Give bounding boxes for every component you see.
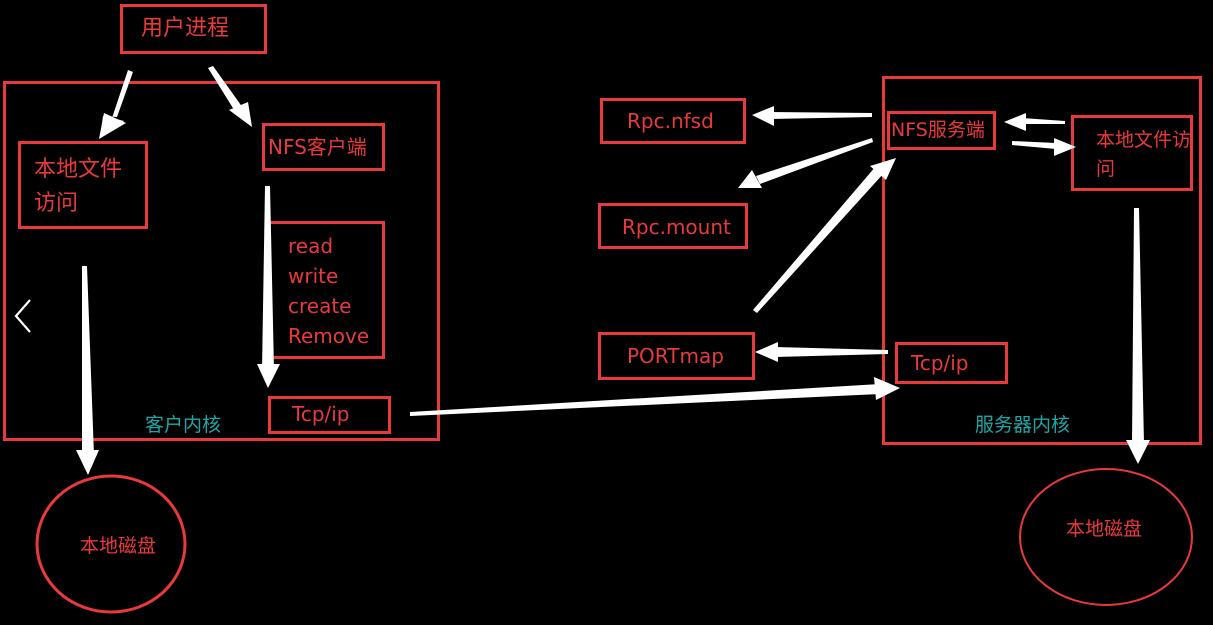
arrow-user-to-nfs-client-head — [229, 102, 252, 127]
arrow-nfs-server-to-rpc-nfsd — [770, 112, 872, 119]
user-process-label: 用户进程 — [141, 16, 230, 41]
client-local-disk-label: 本地磁盘 — [80, 535, 156, 557]
client-tcpip-box — [268, 396, 391, 434]
chevron-left-icon[interactable] — [10, 296, 36, 336]
rpc-nfsd-box — [600, 98, 746, 144]
server-tcpip-label: Tcp/ip — [911, 351, 969, 375]
arrow-local-file-to-disk-head — [76, 450, 99, 475]
nfs-server-box — [887, 111, 996, 150]
server-tcpip-box — [895, 342, 1008, 384]
client-local-file-access-box — [18, 141, 148, 229]
arrow-nfs-client-to-tcp-head — [257, 364, 280, 388]
operations-label: read write create Remove — [288, 234, 370, 348]
nfs-server-label: NFS服务端 — [891, 119, 985, 141]
client-tcpip-label: Tcp/ip — [292, 402, 350, 426]
arrow-server-tcp-to-portmap — [775, 347, 888, 357]
server-kernel-label: 服务器内核 — [975, 414, 1071, 436]
client-kernel-label: 客户内核 — [145, 414, 222, 436]
arrow-nfs-server-to-rpc-nfsd-head — [752, 106, 774, 126]
arrow-nfs-client-to-tcp — [262, 186, 274, 370]
arrow-local-file-to-nfs-server-head — [1004, 113, 1026, 131]
rpc-mount-label: Rpc.mount — [622, 215, 731, 239]
portmap-label: PORTmap — [627, 344, 724, 368]
arrow-nfs-server-to-local-file — [1012, 141, 1056, 149]
nfs-client-box — [262, 123, 385, 171]
arrow-nfs-server-to-rpc-mount-head — [738, 170, 762, 188]
arrow-mount-to-nfs-server — [753, 166, 884, 313]
arrow-nfs-server-to-local-file-head — [1054, 138, 1076, 156]
rpc-nfsd-label: Rpc.nfsd — [627, 109, 714, 133]
arrow-server-file-to-disk — [1132, 208, 1144, 444]
arrow-server-file-to-disk-head — [1126, 440, 1150, 464]
arrow-user-to-nfs-client — [208, 66, 243, 113]
client-local-disk — [35, 474, 187, 614]
arrow-local-file-to-disk — [82, 266, 94, 455]
server-local-file-access-box — [1071, 115, 1193, 191]
arrow-local-file-to-nfs-server — [1022, 118, 1065, 124]
arrow-client-tcp-to-server-tcp-head — [874, 377, 900, 400]
client-local-file-access-label: 本地文件 访问 — [34, 157, 123, 217]
arrow-user-to-local-file-head — [99, 113, 126, 139]
rpc-mount-box — [598, 203, 748, 249]
arrow-mount-to-nfs-server-head — [870, 158, 896, 180]
server-local-disk — [1019, 468, 1193, 606]
nfs-client-label: NFS客户端 — [268, 135, 367, 159]
arrow-client-tcp-to-server-tcp — [410, 384, 880, 416]
server-kernel-box — [882, 76, 1202, 445]
portmap-box — [598, 332, 755, 380]
arrows — [76, 66, 1150, 475]
server-local-disk-label: 本地磁盘 — [1066, 518, 1142, 540]
arrow-server-tcp-to-portmap-head — [755, 342, 778, 362]
server-local-file-access-label: 本地文件访 问 — [1096, 129, 1192, 180]
arrow-nfs-server-to-rpc-mount — [756, 138, 873, 184]
user-process-box — [120, 4, 267, 54]
